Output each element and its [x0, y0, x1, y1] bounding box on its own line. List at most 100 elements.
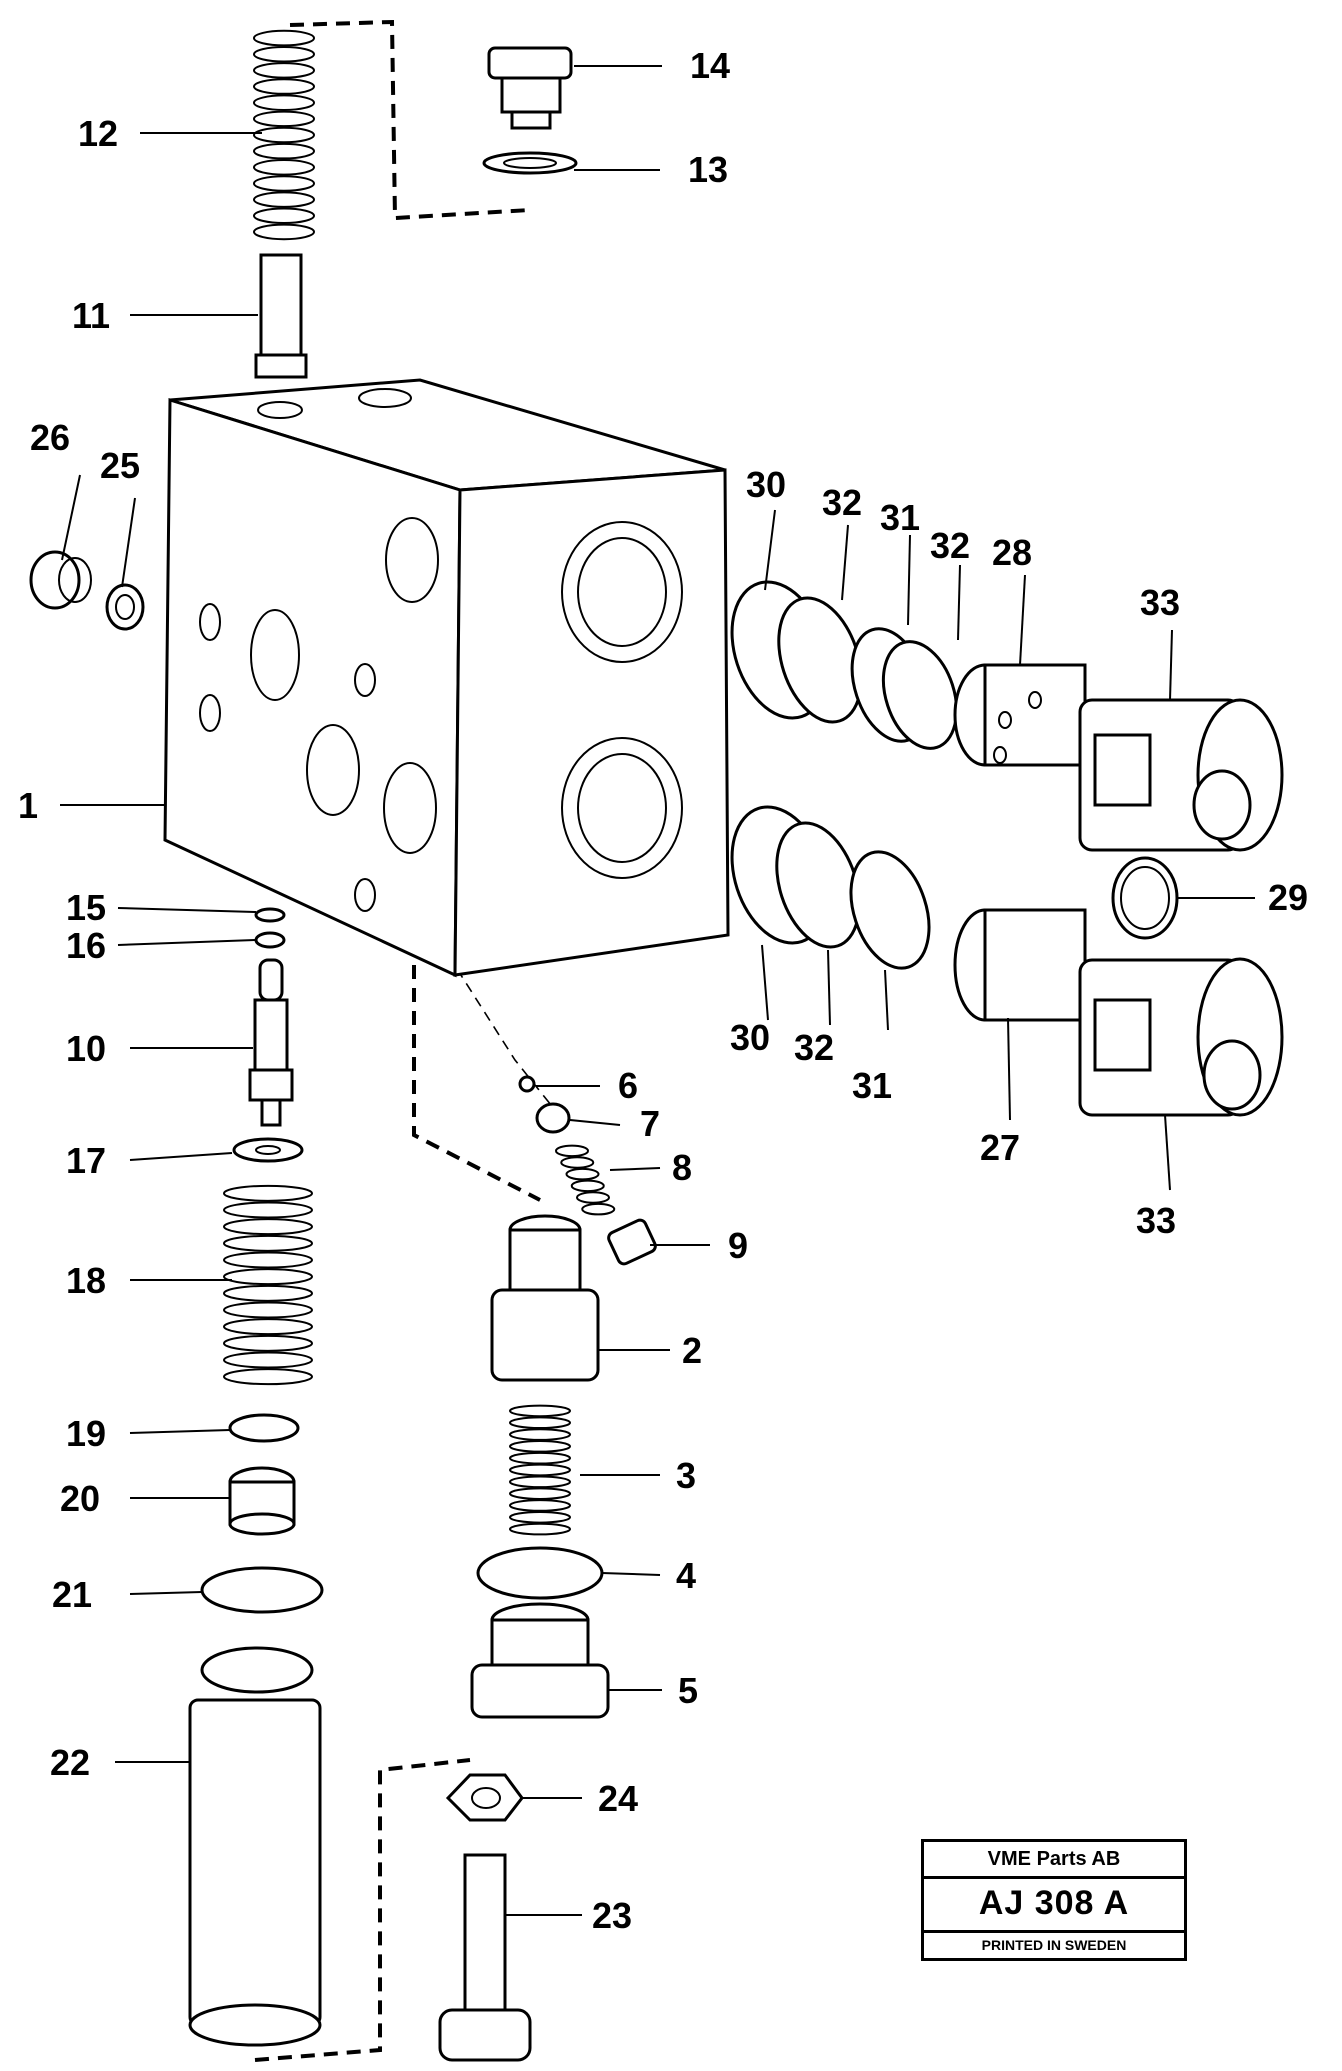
callout-30-lower: 30 [730, 1017, 770, 1058]
spring18-coil [223, 1368, 313, 1386]
spring3-coil [509, 1404, 571, 1418]
spring3-coil [509, 1510, 571, 1524]
part-24-nut [445, 1773, 524, 1822]
callout-14: 14 [690, 45, 730, 86]
callout-10: 10 [66, 1028, 106, 1069]
spring8-coil [576, 1191, 610, 1204]
spring18-coil [223, 1318, 313, 1336]
title-block-company: VME Parts AB [924, 1842, 1184, 1879]
callout-7: 7 [640, 1103, 660, 1144]
assembly-path-12-13 [289, 19, 531, 221]
callout-4: 4 [676, 1555, 696, 1596]
callout-22: 22 [50, 1742, 90, 1783]
callout-18: 18 [66, 1260, 106, 1301]
spring12-coil [253, 126, 315, 144]
part-15-ring [254, 907, 286, 923]
part-7-valve-seat [535, 1102, 571, 1134]
spring18-coil [223, 1301, 313, 1319]
callout-32-lower: 32 [794, 1027, 834, 1068]
callout-32-upper-a: 32 [822, 482, 862, 523]
callout-13: 13 [688, 149, 728, 190]
spring3-coil [509, 1487, 571, 1500]
title-block-drawing-code: AJ 308 A [924, 1876, 1184, 1933]
part-20-cap [228, 1466, 296, 1536]
spring18-coil [223, 1284, 313, 1302]
spring12-coil [253, 94, 315, 111]
part-21-seal [200, 1566, 324, 1614]
callout-15: 15 [66, 887, 106, 928]
part-32-ring-upper-b [881, 640, 959, 750]
callout-21: 21 [52, 1574, 92, 1615]
part-33-solenoid-lower [1078, 957, 1284, 1117]
spring12-coil [253, 223, 315, 241]
assembly-path-22-24 [254, 1758, 471, 2062]
part-16-ring [254, 931, 286, 949]
callout-1: 1 [18, 785, 38, 826]
part-31-ring-lower [849, 850, 931, 970]
part-29-seal [1111, 856, 1179, 940]
part-2-piston [490, 1214, 600, 1382]
spring8-coil [555, 1144, 589, 1158]
callout-6: 6 [618, 1065, 638, 1106]
callout-30-upper: 30 [746, 464, 786, 505]
part-18-spring [223, 1184, 313, 1386]
callout-25: 25 [100, 445, 140, 486]
spring18-coil [223, 1201, 313, 1219]
callout-19: 19 [66, 1413, 106, 1454]
spring18-coil [223, 1334, 313, 1352]
part-4-seal [476, 1546, 604, 1600]
callout-2: 2 [682, 1330, 702, 1371]
part-12-spring [253, 29, 315, 241]
spring3-coil [509, 1463, 571, 1477]
part-13-washer [482, 151, 578, 175]
callout-27: 27 [980, 1127, 1020, 1168]
spring12-coil [253, 78, 315, 95]
spring18-coil [223, 1351, 313, 1369]
callout-33-lower: 33 [1136, 1200, 1176, 1241]
part-11-pin [254, 253, 308, 379]
part-3-spring [509, 1404, 571, 1536]
callout-31-upper: 31 [880, 497, 920, 538]
spring12-coil [253, 62, 315, 79]
callout-31-lower: 31 [852, 1065, 892, 1106]
callout-labels: 12 11 14 13 26 25 1 15 16 10 17 18 19 20… [18, 45, 1308, 1936]
title-block: VME Parts AB AJ 308 A PRINTED IN SWEDEN [921, 1839, 1187, 1961]
part-8-spring [555, 1144, 616, 1216]
leader-lines [60, 65, 1255, 1916]
callout-20: 20 [60, 1478, 100, 1519]
spring12-coil [253, 110, 315, 128]
spring18-coil [223, 1268, 313, 1286]
spring8-coil [560, 1156, 595, 1169]
title-block-printed: PRINTED IN SWEDEN [981, 1937, 1127, 1953]
part-10-valve-stem [248, 958, 294, 1127]
callout-3: 3 [676, 1455, 696, 1496]
spring12-coil [253, 29, 315, 47]
callout-12: 12 [78, 113, 118, 154]
spring12-coil [253, 175, 315, 192]
callout-9: 9 [728, 1225, 748, 1266]
part-14-plug [487, 46, 573, 130]
spring3-coil [509, 1416, 571, 1430]
callout-11: 11 [72, 295, 110, 336]
spring3-coil [509, 1440, 571, 1453]
spring18-coil [223, 1184, 313, 1202]
part-23-screw [438, 1853, 532, 2062]
callout-33-upper: 33 [1140, 582, 1180, 623]
spring18-coil [223, 1234, 313, 1252]
spring12-coil [253, 207, 315, 225]
callout-5: 5 [678, 1670, 698, 1711]
callout-8: 8 [672, 1147, 692, 1188]
spring12-coil [253, 142, 315, 160]
callout-29: 29 [1268, 877, 1308, 918]
spring12-coil [253, 45, 315, 63]
spring8-coil [565, 1167, 600, 1181]
part-5-plug [470, 1602, 610, 1719]
part-19-ring [228, 1413, 300, 1443]
spring12-coil [253, 159, 315, 176]
callout-26: 26 [30, 417, 70, 458]
part-25-washer [105, 583, 145, 631]
spring3-coil [509, 1522, 571, 1536]
part-28-cartridge [953, 663, 1087, 767]
spring18-coil [223, 1251, 313, 1269]
